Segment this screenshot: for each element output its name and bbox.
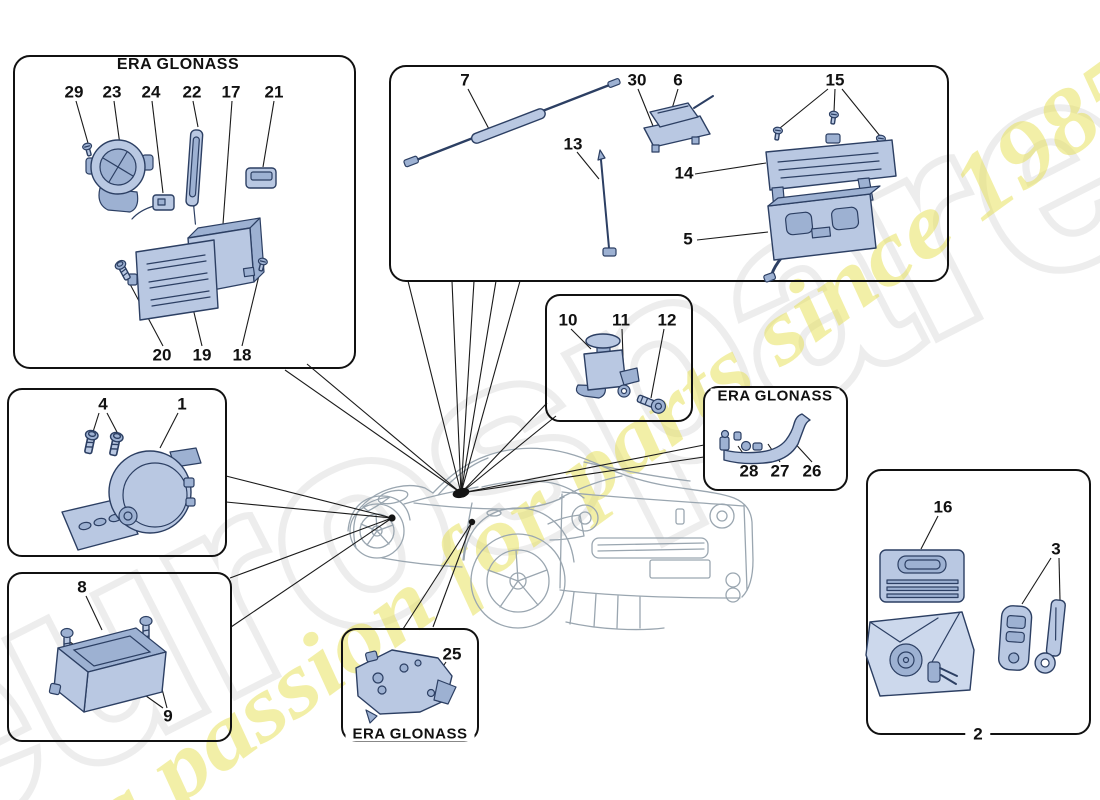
part-4-bolt-b xyxy=(105,430,125,458)
callout-number-25: 25 xyxy=(442,644,462,664)
part-26-27-28-bracket xyxy=(719,413,811,465)
callout-number-1: 1 xyxy=(177,394,187,414)
callout-number-20: 20 xyxy=(152,345,172,365)
part-10-tilt-sensor xyxy=(575,333,640,399)
callout-number-5: 5 xyxy=(683,229,693,249)
callout-number-26: 26 xyxy=(802,461,822,481)
part-19-bracket-plate xyxy=(127,239,219,321)
part-4-bolt-a xyxy=(80,428,100,456)
callout-number-3: 3 xyxy=(1051,539,1061,559)
callout-number-24: 24 xyxy=(141,82,161,102)
part-21-module xyxy=(245,167,277,189)
callout-number-27: 27 xyxy=(770,461,790,481)
callout-number-14: 14 xyxy=(674,163,694,183)
part-12-bolt xyxy=(636,394,666,414)
callout-number-4: 4 xyxy=(98,394,108,414)
callout-number-16: 16 xyxy=(933,497,953,517)
callout-number-19: 19 xyxy=(192,345,212,365)
callout-number-21: 21 xyxy=(264,82,284,102)
mount-point-roof xyxy=(452,487,470,499)
box-title-era-glonass-module: ERA GLONASS xyxy=(345,726,475,742)
callout-number-28: 28 xyxy=(739,461,759,481)
part-25-module-bracket xyxy=(355,649,457,724)
part-29-screw xyxy=(81,141,95,158)
key-pouch xyxy=(865,611,975,697)
callout-number-8: 8 xyxy=(77,577,87,597)
part-13-antenna-rod xyxy=(597,149,617,257)
car-callout-lines xyxy=(225,280,705,630)
callout-number-17: 17 xyxy=(221,82,241,102)
part-20-bolt xyxy=(113,258,134,283)
box-horn xyxy=(7,388,227,557)
callout-number-29: 29 xyxy=(64,82,84,102)
callout-number-6: 6 xyxy=(673,70,683,90)
part-22-antenna-strip xyxy=(185,129,204,225)
callout-number-22: 22 xyxy=(182,82,202,102)
callout-number-13: 13 xyxy=(563,134,583,154)
callout-number-12: 12 xyxy=(657,310,677,330)
box-antenna-group xyxy=(389,65,949,282)
callout-number-9: 9 xyxy=(163,706,173,726)
mount-point-front xyxy=(388,514,396,522)
part-16-code-card xyxy=(879,549,965,603)
part-8-ecu xyxy=(48,627,167,713)
box-title-era-glonass-bracket: ERA GLONASS xyxy=(710,388,840,404)
part-5-ecu xyxy=(763,185,881,283)
box-title-era-glonass-main: ERA GLONASS xyxy=(109,57,247,73)
part-6-30-gps-antenna xyxy=(643,95,714,153)
part-7-antenna-cable xyxy=(403,78,621,168)
callout-number-7: 7 xyxy=(460,70,470,90)
box-era-glonass-bracket xyxy=(703,386,848,491)
box-era-glonass-main xyxy=(13,55,356,369)
part-11-washer xyxy=(617,384,631,398)
callout-number-2: 2 xyxy=(965,725,991,743)
part-3-key-fob xyxy=(997,605,1033,671)
callout-number-23: 23 xyxy=(102,82,122,102)
part-3-key-blade xyxy=(1034,599,1066,674)
callout-number-18: 18 xyxy=(232,345,252,365)
box-siren-small xyxy=(545,294,693,422)
callout-number-30: 30 xyxy=(627,70,647,90)
callout-number-15: 15 xyxy=(825,70,845,90)
box-alarm-ecu xyxy=(7,572,232,742)
part-1-siren xyxy=(61,447,202,551)
part-24-microphone xyxy=(131,194,175,220)
mount-point-door xyxy=(468,518,476,526)
callout-number-11: 11 xyxy=(612,310,630,330)
part-23-speaker xyxy=(85,139,154,213)
callout-number-10: 10 xyxy=(558,310,578,330)
